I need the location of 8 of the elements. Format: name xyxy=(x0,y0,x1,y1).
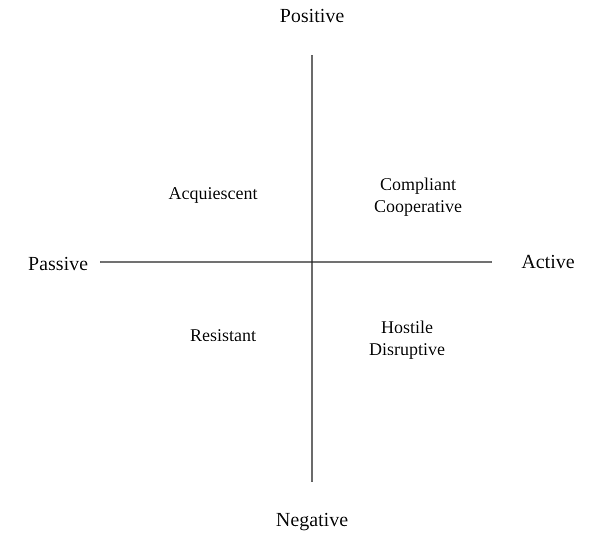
quadrant-label: Hostile Disruptive xyxy=(368,316,446,360)
axis-label: Positive xyxy=(280,5,344,27)
axis-label: Active xyxy=(521,251,575,273)
quadrant-label: Resistant xyxy=(190,324,256,346)
axis-label: Passive xyxy=(28,253,88,275)
axis-label: Negative xyxy=(276,509,348,531)
quadrant-label: Compliant Cooperative xyxy=(373,173,463,217)
quadrant-label: Acquiescent xyxy=(168,182,258,204)
